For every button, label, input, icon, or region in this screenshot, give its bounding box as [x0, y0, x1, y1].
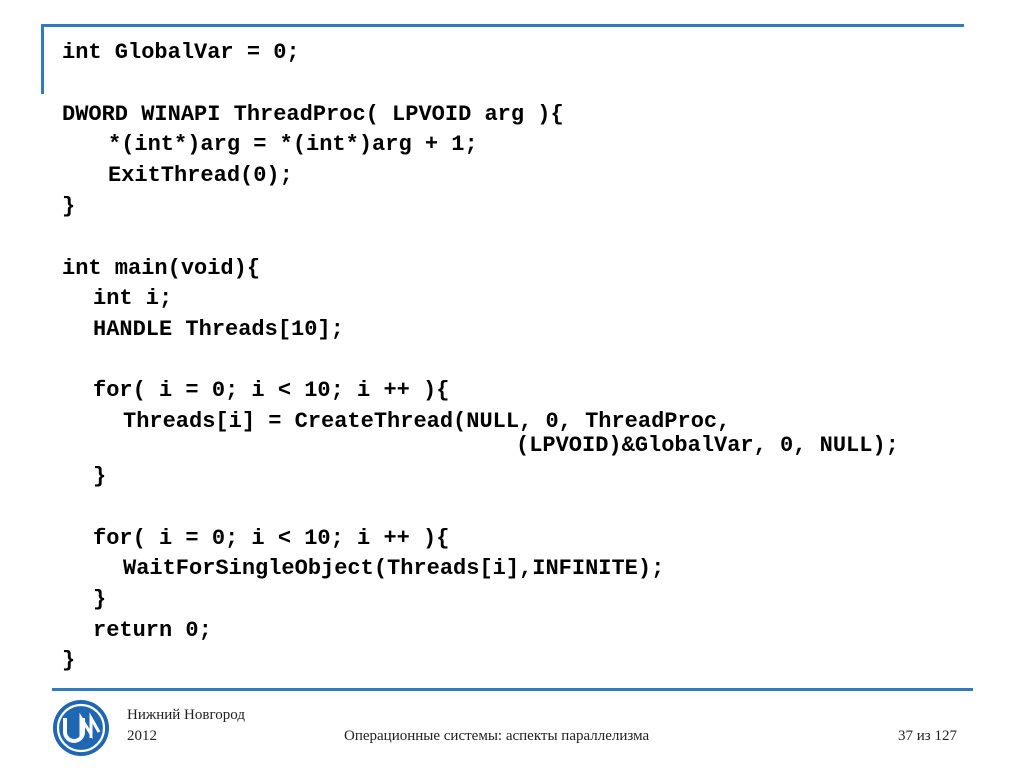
- code-line: (LPVOID)&GlobalVar, 0, NULL);: [516, 433, 899, 458]
- footer-year: 2012: [127, 728, 157, 744]
- code-line: }: [93, 587, 107, 612]
- code-line: int GlobalVar = 0;: [62, 40, 300, 65]
- code-line: int main(void){: [62, 256, 261, 281]
- code-line: HANDLE Threads[10];: [93, 317, 344, 342]
- code-line: *(int*)arg = *(int*)arg + 1;: [108, 132, 478, 157]
- code-line: return 0;: [93, 618, 212, 643]
- code-line: for( i = 0; i < 10; i ++ ){: [93, 526, 450, 551]
- code-line: for( i = 0; i < 10; i ++ ){: [93, 378, 450, 403]
- code-line: DWORD WINAPI ThreadProc( LPVOID arg ){: [62, 102, 564, 127]
- footer-city: Нижний Новгород: [127, 707, 245, 723]
- code-line: }: [93, 464, 107, 489]
- code-line: ExitThread(0);: [108, 163, 293, 188]
- code-line: Threads[i] = CreateThread(NULL, 0, Threa…: [123, 409, 731, 434]
- slide-page-number: 37 из 127: [898, 728, 957, 744]
- unn-logo-icon: [53, 700, 109, 756]
- code-line: int i;: [93, 286, 173, 311]
- slide-left-rule: [41, 24, 44, 94]
- footer-rule: [52, 688, 973, 691]
- code-line: WaitForSingleObject(Threads[i],INFINITE)…: [123, 556, 665, 581]
- footer-course-title: Операционные системы: аспекты параллелиз…: [344, 728, 650, 744]
- code-line: }: [62, 648, 76, 673]
- code-line: }: [62, 194, 76, 219]
- slide-top-rule: [41, 24, 964, 27]
